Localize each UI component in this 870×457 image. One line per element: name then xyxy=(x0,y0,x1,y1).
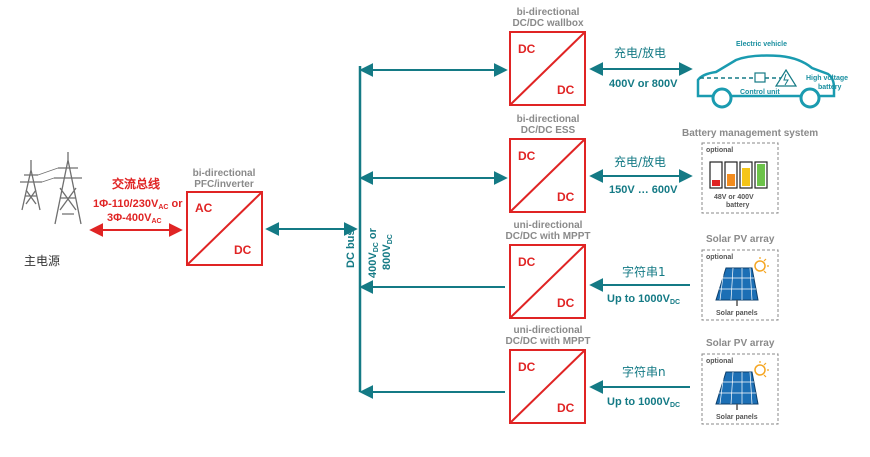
mpptn-voltage: Up to 1000VDC xyxy=(607,396,680,409)
wallbox-label-line2: DC/DC wallbox xyxy=(512,18,584,29)
pfc-top-label: AC xyxy=(195,201,213,215)
solar1-title: Solar PV array xyxy=(706,234,775,245)
bms-title: Battery management system xyxy=(682,128,818,139)
wallbox-flow-label: 充电/放电 xyxy=(614,45,666,60)
mpptn-converter-box xyxy=(509,349,586,424)
solar2-title: Solar PV array xyxy=(706,338,775,349)
solar-panel-icon xyxy=(715,361,769,410)
ess-label-line1: bi-directional xyxy=(517,114,580,125)
mpptn-bottom-label: DC xyxy=(557,401,575,415)
wallbox-label-line1: bi-directional xyxy=(517,7,580,18)
mpptn-flow-label: 字符串n xyxy=(622,364,666,379)
ess-voltage: 150V … 600V xyxy=(609,184,678,196)
ac-voltage-2: 3Φ-400VAC xyxy=(107,212,162,225)
mpptn-top-label: DC xyxy=(518,360,536,374)
pfc-label-line2: PFC/inverter xyxy=(194,179,254,190)
battery-levels-icon xyxy=(709,161,768,189)
solar2-caption: Solar panels xyxy=(716,414,758,421)
ev-title: Electric vehicle xyxy=(736,41,787,48)
ev-control-unit: Control unit xyxy=(740,89,780,96)
pfc-label-line1: bi-directional xyxy=(193,168,256,179)
mppt1-flow-label: 字符串1 xyxy=(622,264,666,279)
dc-bus-label: DC bus xyxy=(345,230,357,269)
pfc-bottom-label: DC xyxy=(234,243,252,257)
bms-battery-line1: 48V or 400V xyxy=(714,194,754,201)
solar1-caption: Solar panels xyxy=(716,310,758,317)
mppt1-voltage: Up to 1000VDC xyxy=(607,293,680,306)
wallbox-voltage: 400V or 800V xyxy=(609,78,678,90)
dc-bus-voltage-b: 800VDC xyxy=(381,234,394,270)
solar2-optional: optional xyxy=(706,358,733,365)
ac-voltage-1: 1Φ-110/230VAC or xyxy=(93,198,183,211)
ess-converter-box xyxy=(509,138,586,213)
pfc-converter-box xyxy=(186,191,263,266)
mpptn-label-line1: uni-directional xyxy=(514,325,583,336)
ac-bus-label: 交流总线 xyxy=(112,176,160,191)
mppt1-converter-box xyxy=(509,244,586,319)
ev-battery-line2: battery xyxy=(818,84,841,91)
wallbox-bottom-label: DC xyxy=(557,83,575,97)
ess-top-label: DC xyxy=(518,149,536,163)
transmission-tower-icon xyxy=(20,152,82,225)
ess-label-line2: DC/DC ESS xyxy=(521,125,576,136)
bms-battery-line2: battery xyxy=(726,202,749,209)
mppt1-label-line2: DC/DC with MPPT xyxy=(506,231,591,242)
ev-battery-line1: High voltage xyxy=(806,75,848,82)
mppt1-label-line1: uni-directional xyxy=(514,220,583,231)
wallbox-converter-box xyxy=(509,31,586,106)
mppt1-top-label: DC xyxy=(518,255,536,269)
solar-panel-icon xyxy=(715,257,769,306)
wallbox-top-label: DC xyxy=(518,42,536,56)
dc-bus-voltage-a: 400VDC or xyxy=(367,227,380,278)
mppt1-bottom-label: DC xyxy=(557,296,575,310)
bms-optional: optional xyxy=(706,147,733,154)
ev-internals xyxy=(700,68,798,87)
mpptn-label-line2: DC/DC with MPPT xyxy=(506,336,591,347)
solar1-optional: optional xyxy=(706,254,733,261)
ess-bottom-label: DC xyxy=(557,190,575,204)
electric-vehicle-icon xyxy=(696,54,836,109)
grid-label: 主电源 xyxy=(24,254,60,268)
ess-flow-label: 充电/放电 xyxy=(614,154,666,169)
